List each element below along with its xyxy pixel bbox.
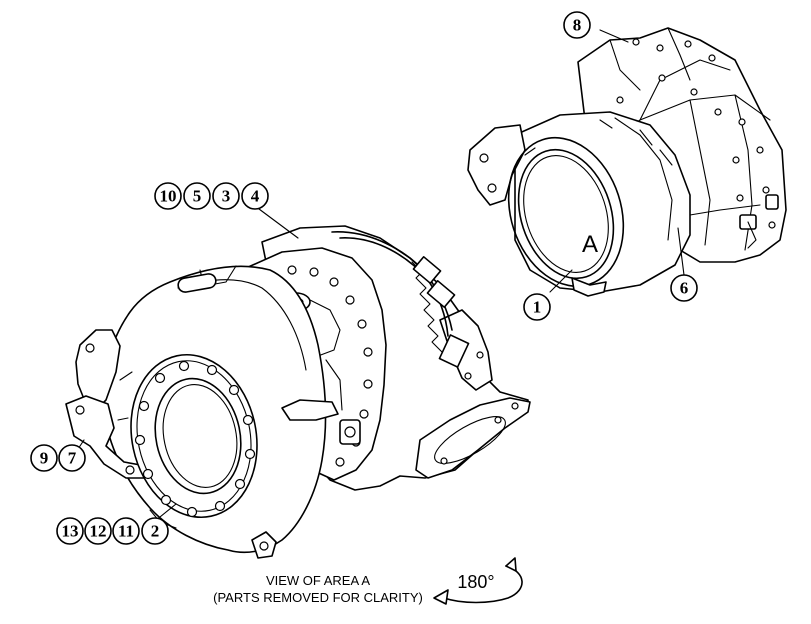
compressor-boss [281, 399, 339, 421]
callout-4-label: 4 [251, 187, 260, 206]
outlet-opening [517, 148, 615, 280]
callout-11: 11 [112, 517, 140, 545]
view-label-a: A [582, 231, 598, 258]
callout-1: 1 [523, 293, 551, 321]
callout-7: 7 [58, 444, 86, 472]
callout-8-label: 8 [573, 16, 582, 35]
callout-5-label: 5 [193, 187, 202, 206]
callout-13-label: 13 [62, 522, 79, 541]
rotation-indicator: 180° [433, 557, 523, 605]
callouts: 10 5 3 4 8 1 6 9 [30, 11, 698, 545]
main-turbocharger [65, 225, 531, 559]
callout-12: 12 [84, 517, 112, 545]
rotation-label: 180° [457, 572, 494, 592]
callout-12-label: 12 [90, 522, 107, 541]
callout-7-label: 7 [68, 449, 77, 468]
callout-5: 5 [183, 182, 211, 210]
callout-13: 13 [56, 517, 84, 545]
clamp-latch [571, 277, 607, 297]
callout-2: 2 [141, 517, 169, 545]
callout-10-label: 10 [160, 187, 177, 206]
clamp-tensioner [438, 334, 470, 368]
inlet-flange-bolts [134, 360, 256, 518]
callout-10: 10 [154, 182, 182, 210]
callout-11-label: 11 [118, 522, 134, 541]
callout-3-label: 3 [222, 187, 231, 206]
callout-9: 9 [30, 444, 58, 472]
bearing-housing-bolts [267, 265, 373, 467]
callout-6-label: 6 [680, 279, 689, 298]
caption-line-2: (PARTS REMOVED FOR CLARITY) [213, 590, 423, 605]
callout-8: 8 [563, 11, 591, 39]
callout-leaders [71, 29, 685, 522]
rotation-arrow-icon [443, 565, 523, 604]
callout-4: 4 [241, 182, 269, 210]
callout-9-label: 9 [40, 449, 49, 468]
callout-2-label: 2 [151, 522, 160, 541]
compressor-lifting-lug [177, 273, 217, 293]
view-caption: VIEW OF AREA A (PARTS REMOVED FOR CLARIT… [213, 573, 423, 605]
compressor-inlet-opening [154, 377, 242, 495]
caption-line-1: VIEW OF AREA A [266, 573, 370, 588]
callout-1-label: 1 [533, 298, 542, 317]
clamp-latch-upper [412, 256, 442, 284]
callout-3: 3 [212, 182, 240, 210]
housing-bolts [616, 38, 776, 229]
callout-6: 6 [670, 274, 698, 302]
area-a-assembly: A [467, 27, 787, 297]
